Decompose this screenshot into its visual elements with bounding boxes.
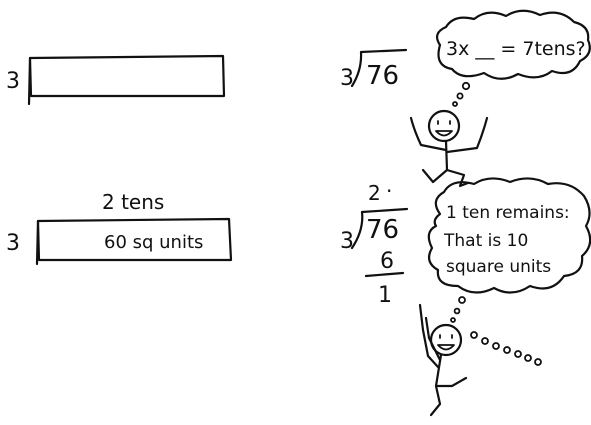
stick-figure [418, 303, 468, 417]
thought-bubble [427, 177, 591, 294]
figure-smile [435, 130, 453, 137]
long-division-bracket [350, 207, 409, 250]
product-label: 6 [380, 249, 394, 274]
trail-bubble [503, 346, 511, 354]
remainder-label: 1 [378, 283, 392, 308]
figure-arm-left [409, 116, 448, 152]
thought-dot [458, 296, 466, 304]
thought-text: 3x __ = 7tens? [446, 38, 586, 60]
quotient-mark: . [386, 173, 392, 197]
figure-head [427, 109, 461, 143]
stick-figure [409, 109, 489, 188]
area-rectangle [36, 217, 233, 262]
top-right-panel: 3 76 3x __ = 7tens? [340, 9, 591, 188]
long-division-bracket [350, 48, 408, 88]
figure-leg-right [445, 168, 470, 188]
figure-arm-up [418, 303, 440, 369]
divisor-label: 3 [340, 229, 354, 254]
divisor-label: 3 [6, 69, 20, 94]
thought-dot [450, 317, 456, 323]
rectangle-side-tick [35, 219, 40, 266]
trail-bubble [492, 342, 500, 350]
figure-eyes [437, 120, 451, 125]
dividend-label: 76 [366, 215, 399, 245]
thought-dot [461, 81, 471, 91]
top-left-panel: 3 [6, 54, 226, 106]
figure-leg-left [429, 384, 442, 417]
dividend-label: 76 [366, 61, 399, 91]
thought-line-2: That is 10 [443, 231, 528, 251]
trail-bubble [534, 358, 542, 366]
thought-bubble [436, 9, 591, 80]
divisor-label: 3 [340, 66, 354, 91]
subtraction-line [364, 271, 405, 278]
rectangle-side-tick [27, 56, 32, 106]
tens-label: 2 tens [102, 190, 164, 214]
trail-bubble [481, 337, 489, 345]
quotient-label: 2 [368, 181, 381, 205]
figure-smile [437, 344, 455, 351]
trail-bubble [470, 331, 478, 339]
figure-arm-right [445, 116, 489, 154]
figure-leg-right [435, 376, 468, 388]
divisor-label: 3 [6, 231, 20, 256]
figure-eyes [439, 334, 453, 339]
bottom-left-panel: 2 tens 3 60 sq units [6, 190, 233, 266]
figure-body [444, 139, 449, 172]
trail-bubble [514, 350, 522, 358]
trail-bubble [524, 354, 532, 362]
empty-area-rectangle [28, 54, 226, 98]
area-label: 60 sq units [104, 232, 203, 253]
thought-line-3: square units [446, 257, 551, 277]
bubble-trail [470, 331, 542, 366]
thought-dot [453, 307, 461, 315]
thought-line-1: 1 ten remains: [446, 203, 570, 223]
thought-dot [456, 92, 464, 100]
figure-leg-left [421, 168, 449, 184]
figure-arm-up-2 [424, 316, 442, 362]
bottom-right-panel: 2 . 3 76 6 1 1 ten remains: That is 10 s… [340, 173, 591, 417]
thought-dot [452, 101, 458, 107]
